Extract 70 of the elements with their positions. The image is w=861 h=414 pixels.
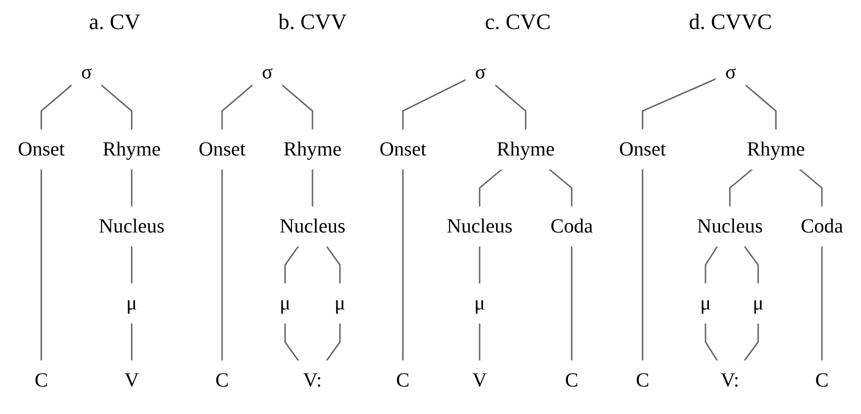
connector [704,246,718,284]
connector [284,246,300,284]
connector [744,323,759,362]
node-text: σ [262,60,273,84]
node-text: C [215,368,229,392]
node-text: C [564,368,578,392]
connector [642,169,644,361]
connector [821,246,823,361]
connector [478,323,480,361]
node-text: μ [752,292,764,314]
node-text: Onset [379,138,426,160]
connector [130,169,132,207]
connector [326,323,341,362]
connector [729,168,754,207]
node-text: μ [474,292,485,314]
connector [326,246,341,284]
connector [130,246,132,284]
connector [40,169,42,361]
connector [494,84,526,130]
node-text: V: [720,368,740,392]
node-text: Coda [800,214,844,238]
node-text: σ [81,60,92,84]
node-text: Onset [619,138,666,160]
tree-heading: a. CV [89,9,140,35]
connector [478,246,480,284]
connector [570,246,572,361]
node-text: Nucleus [446,214,513,238]
connector [548,168,572,207]
tree-heading: c. CVC [484,9,551,35]
node-text: V [472,368,487,392]
node-text: Rhyme [283,138,342,160]
tree-heading: d. CVVC [688,9,772,35]
node-text: C [636,368,650,392]
connector [100,84,132,130]
connector [221,169,223,361]
tree-heading: b. CVV [278,9,347,35]
node-text: μ [280,292,290,314]
node-text: Onset [198,138,246,160]
node-text: Rhyme [496,138,555,160]
connector [221,84,254,130]
connector [704,323,718,362]
node-text: Coda [550,214,593,238]
node-text: C [34,368,48,392]
connector [744,246,759,284]
node-text: Rhyme [102,138,161,160]
node-text: σ [475,60,486,84]
connector [130,323,132,361]
connector [402,78,466,130]
connector [478,168,503,207]
node-text: μ [334,292,346,314]
connector [284,323,300,362]
node-text: V [124,368,139,392]
node-text: μ [126,292,138,314]
connector [798,168,823,207]
node-text: Rhyme [746,138,805,160]
connector [281,84,314,130]
node-text: μ [700,292,711,314]
connector [40,84,73,130]
connector [744,84,777,130]
connector [402,169,404,361]
node-text: V: [303,368,322,392]
connector [312,169,314,207]
connector [642,78,717,130]
node-text: Nucleus [280,214,346,238]
node-text: Nucleus [98,214,165,238]
node-text: C [396,368,410,392]
node-text: C [815,368,829,392]
node-text: Nucleus [696,214,763,238]
node-text: σ [725,60,736,84]
node-text: Onset [18,138,65,160]
